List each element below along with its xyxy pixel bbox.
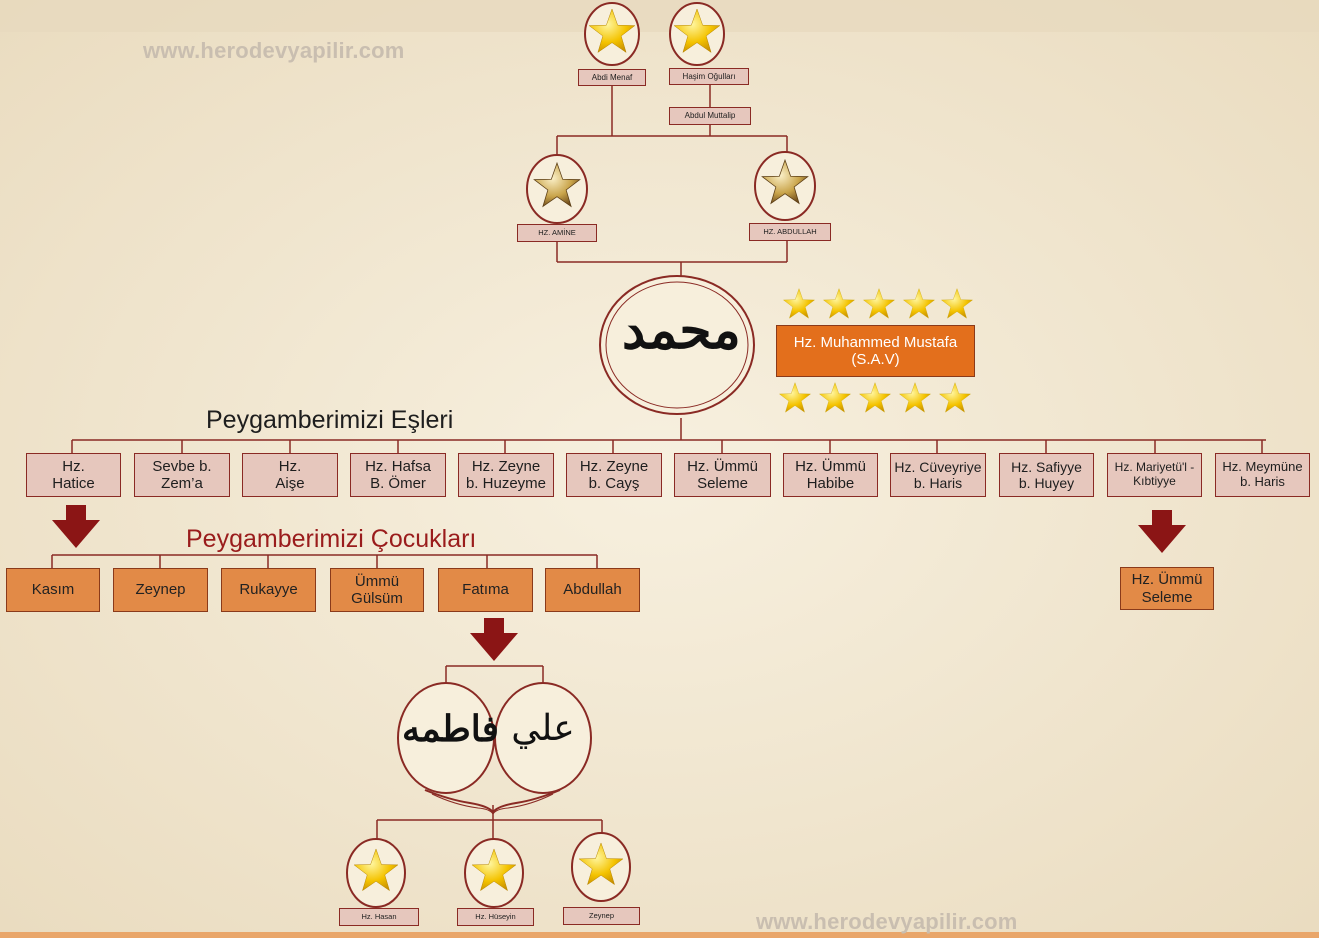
wife-label-l1: Hz. <box>278 457 302 475</box>
watermark-bottom: www.herodevyapilir.com <box>756 909 1018 934</box>
ali-calligraphy: علي <box>511 708 575 749</box>
prophet-name: Hz. Muhammed Mustafa <box>793 333 958 351</box>
wife-label-l1: Hz. Cüveyriye <box>894 458 982 475</box>
wife-label-l1: Hz. Ümmü <box>795 457 866 475</box>
wife-label-l2: Seleme <box>697 475 748 492</box>
ancestor-abdul-muttalip: Abdul Muttalip <box>669 107 751 125</box>
ancestor-abdullah: HZ. ABDULLAH <box>749 223 831 241</box>
prophet-salutation: (S.A.V) <box>851 351 900 368</box>
wife-label-l2: b. Cayş <box>588 475 640 492</box>
wife-label-l2: Hatice <box>52 475 95 492</box>
muhammed-calligraphy: محمد <box>622 300 741 361</box>
wife-label-l1: Sevbe b. <box>152 457 212 475</box>
wife-box: Sevbe b.Zem’a <box>134 453 230 497</box>
wife-box: Hz.Hatice <box>26 453 121 497</box>
child-box: Kasım <box>6 568 100 612</box>
ali-medallion-icon <box>494 682 592 794</box>
wife-label-l2: Zem’a <box>161 475 203 492</box>
ancestor-hasim: Haşim Oğulları <box>669 68 749 85</box>
wife-label-l1: Hz. <box>62 457 85 475</box>
star-icon-huseyin <box>464 838 524 908</box>
wives-heading: Peygamberimizi Eşleri <box>206 406 454 434</box>
wife-label-l2: B. Ömer <box>370 475 426 492</box>
wife-label-l2: Kıbtiyye <box>1133 474 1176 488</box>
prophet-label-box: Hz. Muhammed Mustafa (S.A.V) <box>776 325 975 377</box>
star-icon-abdullah <box>754 151 816 221</box>
decorative-star-row-top <box>783 288 973 319</box>
child-label-line2: Seleme <box>1141 588 1193 606</box>
wife-label-l1: Hz. Ümmü <box>687 457 758 475</box>
ancestor-abdi-menaf: Abdi Menaf <box>578 69 646 86</box>
grandchild-huseyin: Hz. Hüseyin <box>457 908 534 926</box>
star-icon-amine <box>526 154 588 224</box>
child-box: Abdullah <box>545 568 640 612</box>
child-label-l1: Zeynep <box>135 581 186 599</box>
children-heading: Peygamberimizi Çocukları <box>186 525 477 553</box>
grandchild-hasan: Hz. Hasan <box>339 908 419 926</box>
child-umm-seleme: Hz. Ümmü Seleme <box>1120 567 1214 610</box>
wife-box: Hz. Mariyetü'l -Kıbtiyye <box>1107 453 1202 497</box>
wife-label-l2: b. Haris <box>913 475 963 491</box>
muhammed-medallion-icon <box>599 275 755 415</box>
child-label-l1: Kasım <box>31 581 75 599</box>
wife-label-l1: Hz. Zeyne <box>579 457 649 475</box>
wife-label-l1: Hz. Safiyye <box>1011 458 1082 475</box>
wife-label-l1: Hz. Meymüne <box>1222 459 1303 475</box>
grandchild-zeynep: Zeynep <box>563 907 640 925</box>
decorative-star-row-bottom <box>779 382 971 413</box>
wife-label-l2: b. Haris <box>1240 474 1285 489</box>
wife-label-l1: Hz. Hafsa <box>365 457 431 475</box>
child-box: Rukayye <box>221 568 316 612</box>
fatima-calligraphy: فاطمه <box>402 708 499 750</box>
star-icon-hasim <box>669 2 725 66</box>
wife-label-l1: Hz. Mariyetü'l - <box>1114 460 1195 475</box>
child-label-line1: Hz. Ümmü <box>1131 571 1203 589</box>
watermark-top: www.herodevyapilir.com <box>143 38 405 63</box>
wife-label-l2: b. Huyey <box>1018 475 1075 491</box>
child-box: Fatıma <box>438 568 533 612</box>
child-box: Zeynep <box>113 568 208 612</box>
wife-label-l2: b. Huzeyme <box>465 475 547 492</box>
ancestor-amine: HZ. AMİNE <box>517 224 597 242</box>
child-label-l1: Rukayye <box>239 581 298 599</box>
wife-label-l1: Hz. Zeyne <box>471 457 541 475</box>
child-label-l2: Gülsüm <box>351 590 403 607</box>
star-icon-abdi-menaf <box>584 2 640 66</box>
star-icon-hasan <box>346 838 406 908</box>
star-icon-zeynep <box>571 832 631 902</box>
child-label-l1: Abdullah <box>563 581 622 599</box>
child-label-l1: Ümmü <box>354 572 400 590</box>
child-label-l1: Fatıma <box>462 581 509 599</box>
wife-label-l2: Aişe <box>275 475 305 492</box>
wife-label-l2: Habibe <box>806 475 855 492</box>
wife-box: Hz.Aişe <box>242 453 338 497</box>
